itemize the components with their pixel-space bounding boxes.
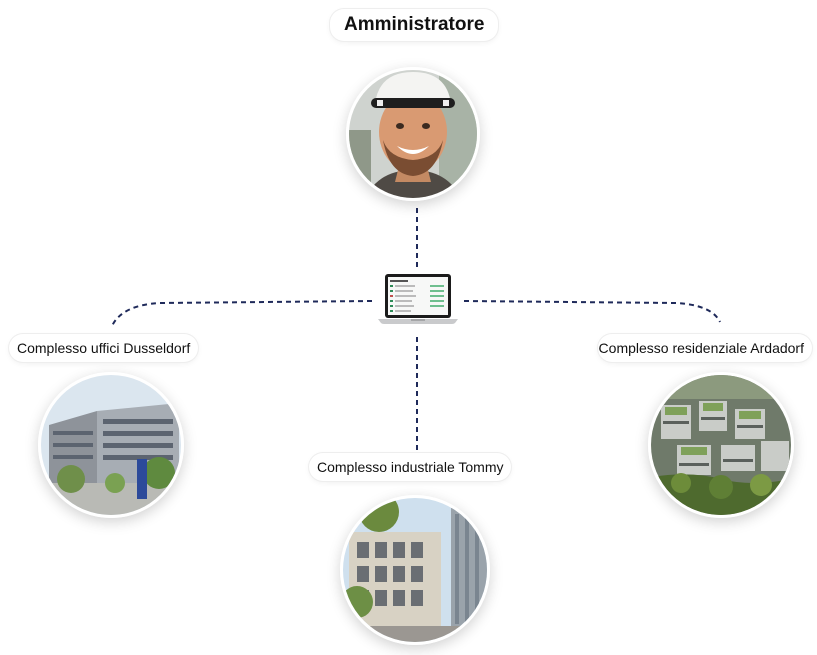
node-label-office: Complesso uffici Dusseldorf: [9, 334, 199, 362]
residential-complex-photo: [648, 372, 794, 518]
node-label-residential: Complesso residenziale Ardadorf: [598, 334, 812, 362]
diagram-title: Amministratore: [330, 9, 499, 41]
connector-hub-to-right: [463, 300, 721, 323]
connector-hub-to-left: [111, 300, 373, 327]
admin-avatar: [346, 67, 480, 201]
office-building-photo: [38, 372, 184, 518]
laptop-dashboard-icon: [378, 273, 458, 325]
node-label-industrial: Complesso industriale Tommy: [309, 453, 512, 481]
industrial-building-photo: [340, 495, 490, 645]
admin-avatar-photo: [349, 70, 477, 198]
